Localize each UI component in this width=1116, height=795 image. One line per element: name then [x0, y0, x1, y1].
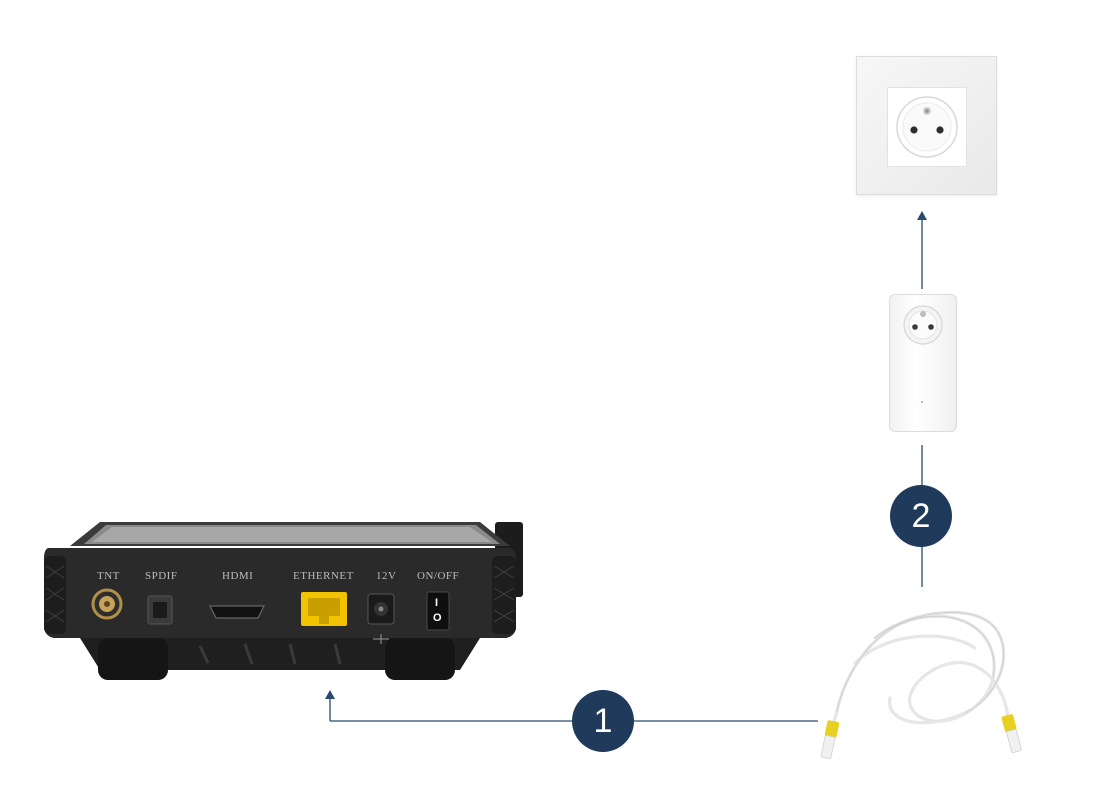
- port-label-tnt: TNT: [97, 570, 120, 582]
- cable-plug-right: [1001, 714, 1022, 753]
- arrowhead-to-box: [325, 690, 335, 699]
- ethernet-cable: [820, 610, 1022, 759]
- adapter-led: [921, 401, 923, 403]
- port-label-spdif: SPDIF: [145, 570, 178, 582]
- switch-on-mark: I: [435, 597, 439, 609]
- adapter-outlet-icon: [903, 305, 943, 345]
- outlet-face-icon: [896, 96, 958, 158]
- port-label-12v: 12V: [376, 570, 397, 582]
- wall-socket-outlet: [887, 87, 967, 167]
- powerline-adapter: [889, 294, 957, 432]
- arrowhead-to-wall: [917, 211, 927, 220]
- step-badge-2: 2: [890, 485, 952, 547]
- switch-off-mark: O: [433, 612, 442, 624]
- wall-socket: [856, 56, 997, 195]
- cable-plug-left: [820, 710, 840, 759]
- step-badge-1: 1: [572, 690, 634, 752]
- port-label-ethernet: ETHERNET: [293, 570, 354, 582]
- port-label-on-off: ON/OFF: [417, 570, 460, 582]
- port-label-hdmi: HDMI: [222, 570, 254, 582]
- set-top-box: TNT SPDIF HDMI ETHERNET 12V ON/OFF I O: [40, 518, 525, 695]
- set-top-box-body: [44, 522, 523, 680]
